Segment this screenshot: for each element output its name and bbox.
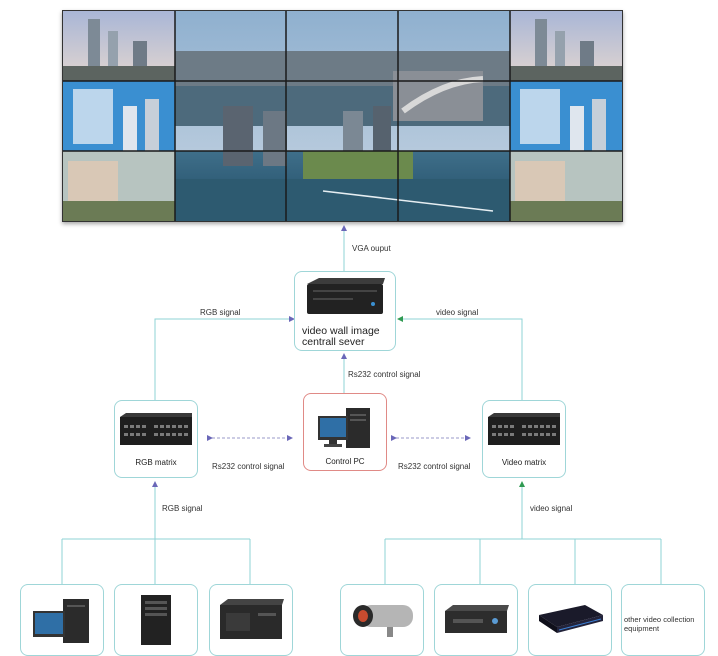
source-device-player (528, 584, 612, 656)
rs232-vertical-label: Rs232 control signal (348, 370, 421, 379)
dvr-icon (445, 605, 509, 633)
video-signal-bottom-label: video signal (530, 504, 573, 513)
vga-output-label: VGA ouput (352, 244, 391, 253)
desktop-pc-icon (33, 599, 89, 643)
matrix-switcher-icon (488, 413, 560, 445)
rgb-matrix-label: RGB matrix (135, 458, 177, 467)
server-icon (307, 278, 385, 314)
security-camera-icon (353, 605, 413, 637)
video-signal-top-label: video signal (436, 308, 479, 317)
media-player-icon (539, 605, 603, 633)
source-device-other: other video collection equipment (621, 584, 705, 656)
source-device-server-tower (114, 584, 198, 656)
rgb-signal-line (154, 316, 295, 400)
rgb-matrix-node: RGB matrix (114, 400, 198, 478)
source-device-dvr (434, 584, 518, 656)
source-device-camera (340, 584, 424, 656)
video-wall-display (62, 10, 623, 222)
source-device-pc (20, 584, 104, 656)
control-pc-node: Control PC (303, 393, 387, 471)
server-label-line2: centrall sever (302, 336, 365, 348)
source-device-industrial-pc (209, 584, 293, 656)
control-pc-label: Control PC (325, 457, 365, 466)
rgb-signal-bottom-label: RGB signal (162, 504, 203, 513)
central-server-node: video wall image centrall sever (294, 271, 396, 351)
rack-pc-icon (220, 599, 284, 639)
rs232-left-label: Rs232 control signal (212, 462, 285, 471)
server-tower-icon (141, 595, 171, 645)
video-signal-line (397, 316, 523, 400)
other-equipment-label: other video collection equipment (624, 615, 695, 633)
video-wall-image (63, 11, 622, 221)
rgb-signal-top-label: RGB signal (200, 308, 241, 317)
video-matrix-label: Video matrix (501, 458, 547, 467)
server-label-line1: video wall image (302, 325, 380, 337)
video-matrix-node: Video matrix (482, 400, 566, 478)
matrix-switcher-icon (120, 413, 192, 445)
rs232-right-label: Rs232 control signal (398, 462, 471, 471)
desktop-pc-icon (318, 408, 370, 448)
